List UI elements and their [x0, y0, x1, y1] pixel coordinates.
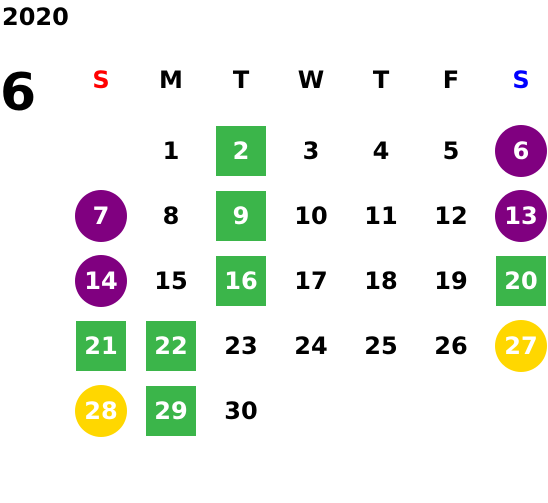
- day-cell[interactable]: 22: [143, 319, 199, 373]
- day-cell[interactable]: 30: [213, 384, 269, 438]
- day-cell[interactable]: 9: [213, 189, 269, 243]
- weekday-header: M: [159, 66, 183, 94]
- day-number: 21: [76, 321, 126, 371]
- day-cell[interactable]: 21: [73, 319, 129, 373]
- weekday-header: S: [512, 66, 530, 94]
- day-cell[interactable]: 25: [353, 319, 409, 373]
- day-cell[interactable]: 20: [493, 254, 548, 308]
- day-cell[interactable]: 14: [73, 254, 129, 308]
- day-number: 29: [146, 386, 196, 436]
- day-cell[interactable]: 16: [213, 254, 269, 308]
- day-number: 3: [302, 137, 320, 165]
- day-number: 26: [434, 332, 468, 360]
- day-number: 18: [364, 267, 398, 295]
- day-number: 11: [364, 202, 398, 230]
- day-cell[interactable]: 27: [493, 319, 548, 373]
- day-cell[interactable]: 12: [423, 189, 479, 243]
- day-number: 12: [434, 202, 468, 230]
- day-cell[interactable]: 19: [423, 254, 479, 308]
- month-label: 6: [0, 63, 37, 123]
- day-cell[interactable]: 1: [143, 124, 199, 178]
- day-number: 24: [294, 332, 328, 360]
- day-cell[interactable]: 6: [493, 124, 548, 178]
- day-number: 23: [224, 332, 258, 360]
- day-cell[interactable]: 23: [213, 319, 269, 373]
- day-number: 1: [162, 137, 180, 165]
- day-number: 8: [162, 202, 180, 230]
- weekday-header: S: [92, 66, 110, 94]
- day-number: 4: [372, 137, 390, 165]
- day-cell[interactable]: 3: [283, 124, 339, 178]
- day-cell[interactable]: 11: [353, 189, 409, 243]
- day-number: 13: [495, 190, 547, 242]
- day-number: 20: [496, 256, 546, 306]
- weekday-header: T: [232, 66, 250, 94]
- day-number: 28: [75, 385, 127, 437]
- day-cell[interactable]: 29: [143, 384, 199, 438]
- day-cell[interactable]: 26: [423, 319, 479, 373]
- year-label: 2020: [2, 3, 69, 31]
- day-cell[interactable]: 8: [143, 189, 199, 243]
- day-number: 15: [154, 267, 188, 295]
- day-number: 30: [224, 397, 258, 425]
- day-number: 5: [442, 137, 460, 165]
- day-cell[interactable]: 7: [73, 189, 129, 243]
- day-number: 27: [495, 320, 547, 372]
- day-cell[interactable]: 13: [493, 189, 548, 243]
- day-cell[interactable]: 28: [73, 384, 129, 438]
- weekday-header: T: [372, 66, 390, 94]
- day-number: 14: [75, 255, 127, 307]
- weekday-header: W: [297, 66, 325, 94]
- day-number: 19: [434, 267, 468, 295]
- day-cell[interactable]: 10: [283, 189, 339, 243]
- day-number: 9: [216, 191, 266, 241]
- day-number: 17: [294, 267, 328, 295]
- day-cell[interactable]: 17: [283, 254, 339, 308]
- day-cell[interactable]: 2: [213, 124, 269, 178]
- day-cell[interactable]: 18: [353, 254, 409, 308]
- day-number: 10: [294, 202, 328, 230]
- day-cell[interactable]: 24: [283, 319, 339, 373]
- day-number: 7: [75, 190, 127, 242]
- day-number: 6: [495, 125, 547, 177]
- day-number: 25: [364, 332, 398, 360]
- day-number: 22: [146, 321, 196, 371]
- day-number: 16: [216, 256, 266, 306]
- day-number: 2: [216, 126, 266, 176]
- day-cell[interactable]: 5: [423, 124, 479, 178]
- weekday-header: F: [442, 66, 460, 94]
- day-cell[interactable]: 15: [143, 254, 199, 308]
- day-cell[interactable]: 4: [353, 124, 409, 178]
